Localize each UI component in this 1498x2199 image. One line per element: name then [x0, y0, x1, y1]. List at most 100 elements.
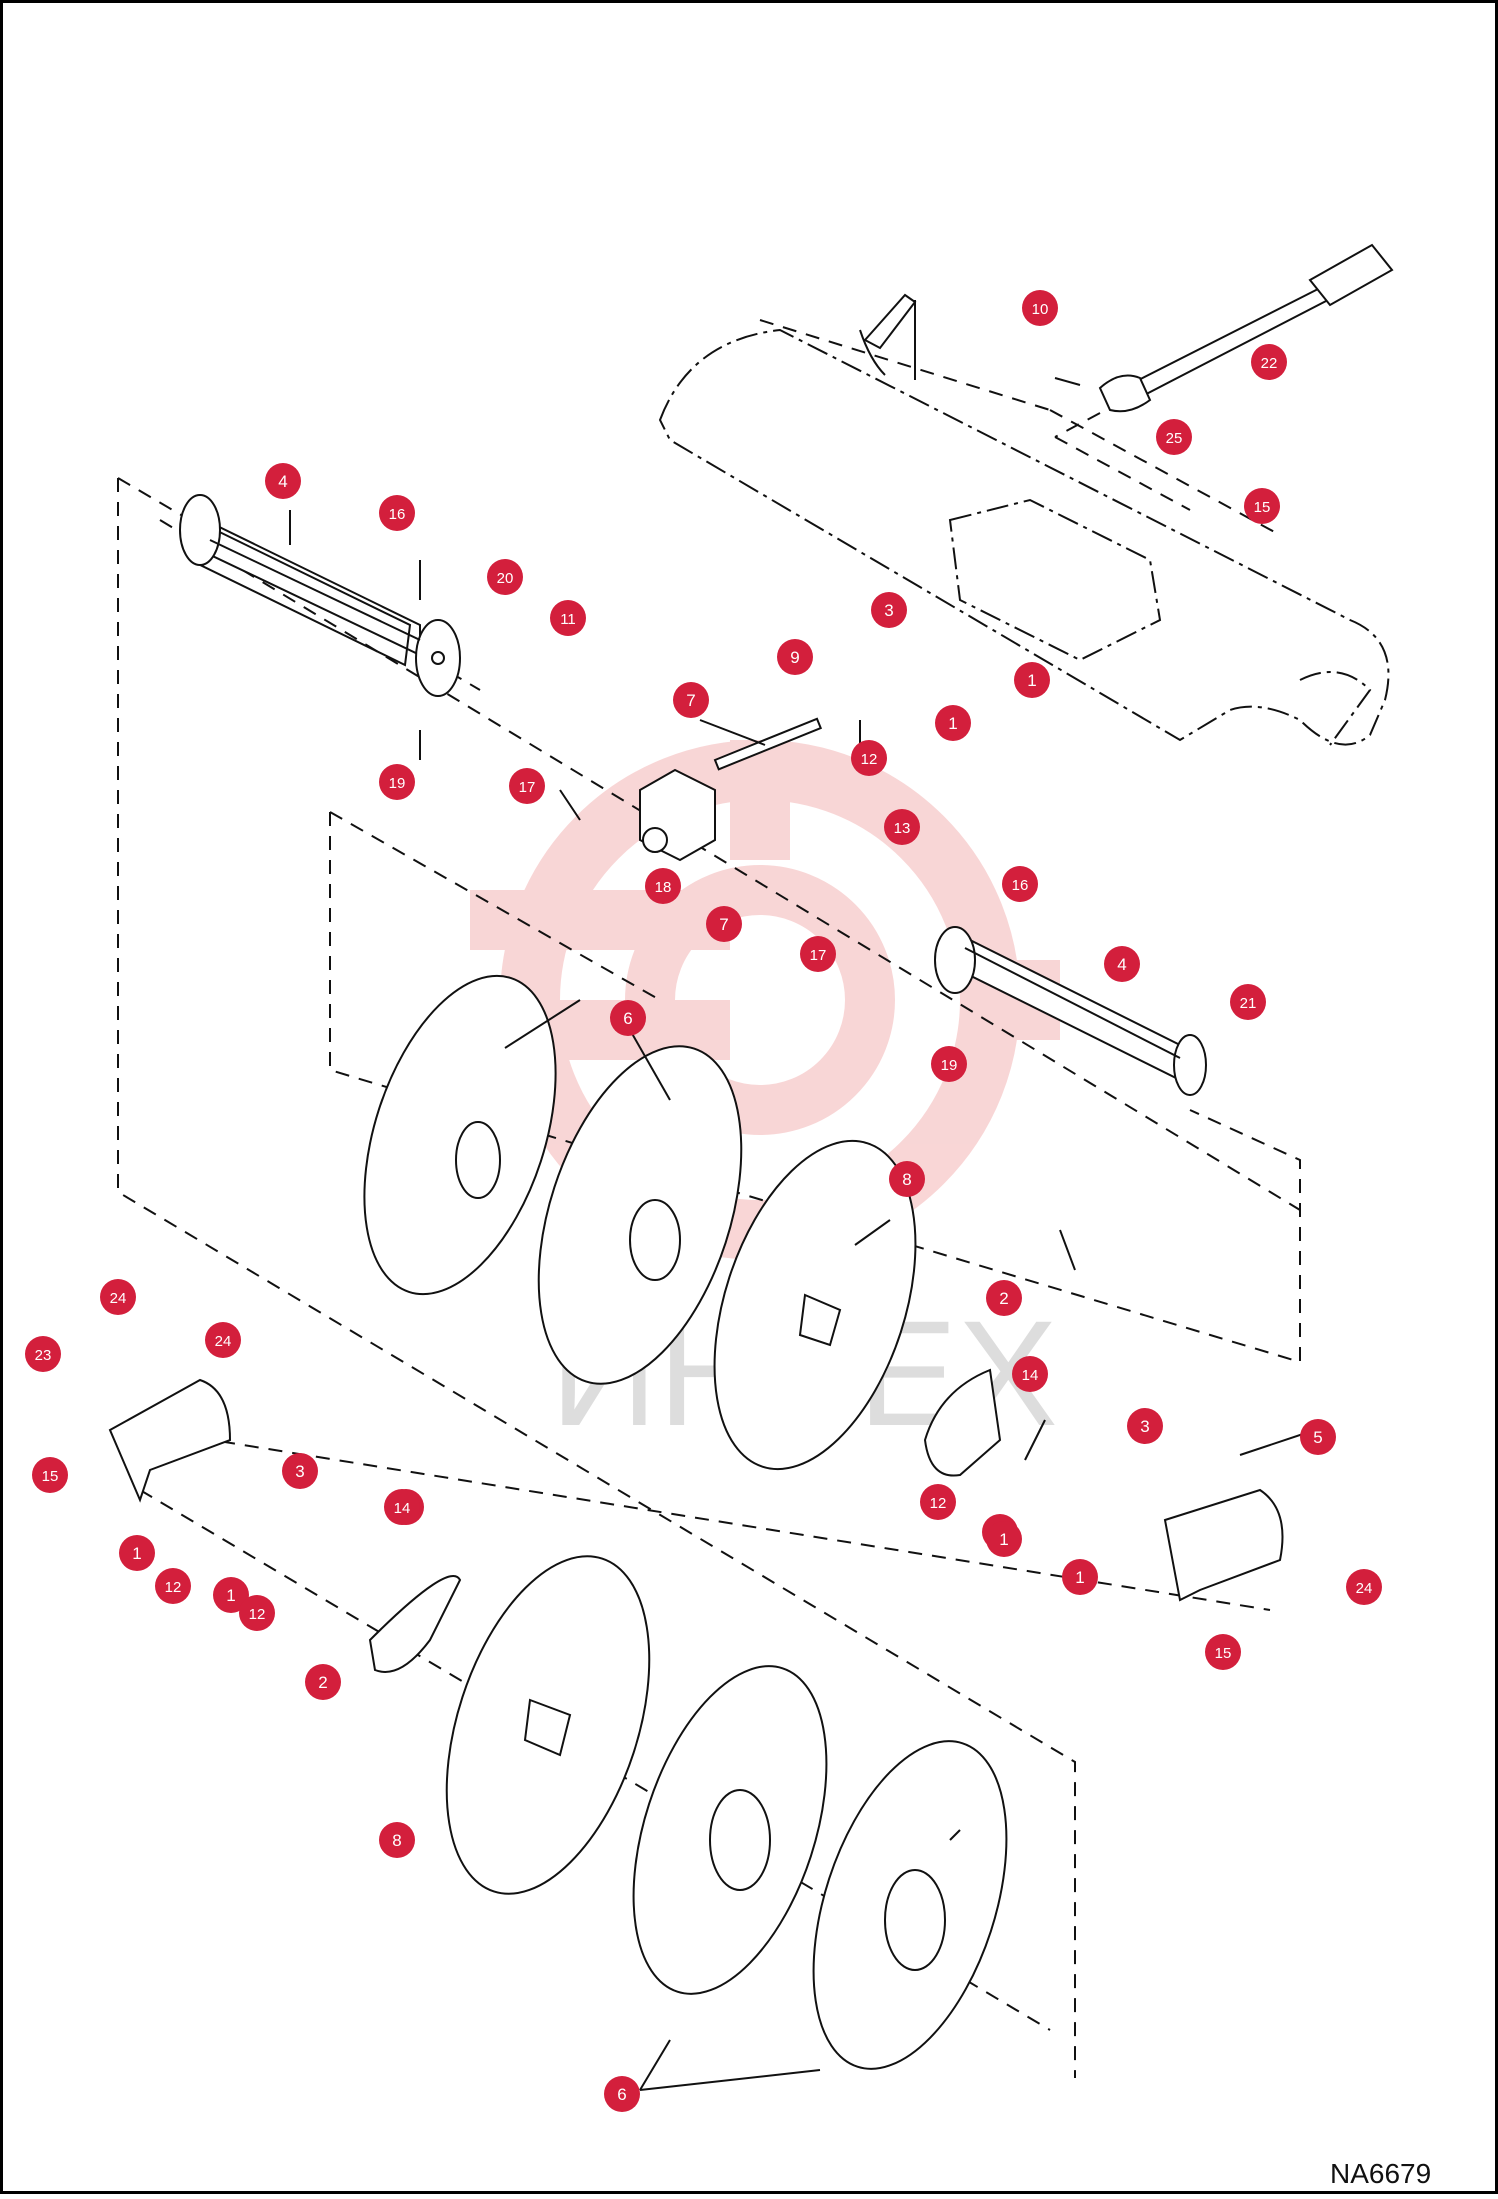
callout-badge-circle [205, 1322, 241, 1358]
callout-badge-17: 17 [509, 768, 545, 804]
callout-badge-number: 3 [884, 601, 893, 620]
callout-badge-circle [384, 1489, 420, 1525]
disc-set-upper [363, 974, 917, 1471]
callout-badge-circle [1062, 1559, 1098, 1595]
callout-badge-3: 3 [871, 592, 907, 628]
callout-badge-12: 12 [239, 1595, 275, 1631]
callout-badge-number: 6 [623, 1009, 632, 1028]
callout-badge-circle [100, 1279, 136, 1315]
watermark-logo [470, 740, 1060, 1260]
gearbox-housing [658, 328, 1390, 746]
callout-badge-6: 6 [604, 2076, 640, 2112]
callout-badge-number: 25 [1166, 430, 1183, 447]
callout-badge-circle [610, 1000, 646, 1036]
callout-badge-number: 12 [165, 1579, 182, 1596]
callout-badges: 1111111223334456677889101112121212131414… [25, 290, 1382, 2112]
callout-badge-7: 7 [673, 682, 709, 718]
callout-badge-number: 8 [392, 1831, 401, 1850]
callout-badge-14: 14 [384, 1489, 420, 1525]
callout-badge-number: 4 [1117, 955, 1126, 974]
callout-badge-number: 15 [42, 1468, 59, 1485]
callout-badge-circle [1244, 488, 1280, 524]
callout-badge-circle [645, 868, 681, 904]
callout-badge-19: 19 [379, 764, 415, 800]
callout-badge-number: 12 [249, 1606, 266, 1623]
callout-badge-number: 3 [295, 1462, 304, 1481]
callout-badge-1: 1 [1062, 1559, 1098, 1595]
housing-bracket [859, 293, 917, 380]
callout-badge-18: 18 [645, 868, 681, 904]
callout-badge-circle [889, 1161, 925, 1197]
callout-badge-number: 1 [132, 1544, 141, 1563]
callout-badge-number: 20 [497, 570, 514, 587]
callout-badge-circle [673, 682, 709, 718]
callout-badge-16: 16 [379, 495, 415, 531]
callout-badge-circle [1014, 662, 1050, 698]
callout-badge-circle [1022, 290, 1058, 326]
callout-badge-circle [986, 1521, 1022, 1557]
callout-badge-circle [32, 1457, 68, 1493]
callout-badge-23: 23 [25, 1336, 61, 1372]
callout-badge-number: 1 [226, 1586, 235, 1605]
callout-badge-circle [487, 559, 523, 595]
callout-badge-circle [800, 936, 836, 972]
callout-badge-number: 1 [948, 714, 957, 733]
callout-badge-number: 24 [215, 1333, 232, 1350]
callout-badge-15: 15 [1244, 488, 1280, 524]
callout-badge-circle [379, 1822, 415, 1858]
callout-badge-number: 1 [1027, 671, 1036, 690]
callout-badge-number: 19 [389, 775, 406, 792]
callout-badge-circle [1205, 1634, 1241, 1670]
callout-badge-number: 10 [1032, 301, 1049, 318]
callout-badge-circle [931, 1046, 967, 1082]
callout-badge-13: 13 [884, 809, 920, 845]
callout-badge-number: 23 [35, 1347, 52, 1364]
callout-badge-12: 12 [155, 1568, 191, 1604]
callout-badge-number: 21 [1240, 995, 1257, 1012]
callout-badge-number: 16 [389, 506, 406, 523]
roller-right [934, 926, 1207, 1096]
callout-badge-circle [777, 639, 813, 675]
callout-badge-15: 15 [32, 1457, 68, 1493]
callout-badge-11: 11 [550, 600, 586, 636]
callout-badge-5: 5 [1300, 1419, 1336, 1455]
callout-badge-number: 12 [861, 751, 878, 768]
callout-badge-number: 15 [1254, 499, 1271, 516]
callout-badge-circle [265, 463, 301, 499]
callout-badge-number: 24 [1356, 1580, 1373, 1597]
disc-set-lower [445, 1555, 1008, 2070]
callout-badge-6: 6 [610, 1000, 646, 1036]
callout-badge-number: 5 [1313, 1428, 1322, 1447]
callout-badge-circle [1251, 344, 1287, 380]
callout-badge-number: 22 [1261, 355, 1278, 372]
callout-badge-circle [920, 1484, 956, 1520]
callout-badge-1: 1 [119, 1535, 155, 1571]
callout-badge-number: 24 [110, 1290, 127, 1307]
callout-badge-1: 1 [1014, 662, 1050, 698]
callout-badge-circle [1156, 419, 1192, 455]
callout-badge-2: 2 [305, 1664, 341, 1700]
callout-badge-circle [1104, 946, 1140, 982]
callout-badge-number: 15 [1215, 1645, 1232, 1662]
callout-badge-circle [282, 1453, 318, 1489]
callout-badge-number: 14 [394, 1500, 411, 1517]
callout-badge-25: 25 [1156, 419, 1192, 455]
callout-badge-circle [550, 600, 586, 636]
roller-left [179, 494, 461, 697]
callout-badge-12: 12 [851, 740, 887, 776]
callout-badge-21: 21 [1230, 984, 1266, 1020]
callout-leaders [289, 510, 1316, 2091]
callout-badge-circle [884, 809, 920, 845]
callout-badge-7: 7 [706, 906, 742, 942]
callout-badge-number: 11 [560, 611, 576, 628]
callout-badge-number: 8 [902, 1170, 911, 1189]
callout-badge-circle [213, 1577, 249, 1613]
callout-badge-circle [1127, 1408, 1163, 1444]
callout-badge-10: 10 [1022, 290, 1058, 326]
callout-badge-number: 1 [1075, 1568, 1084, 1587]
callout-badge-17: 17 [800, 936, 836, 972]
callout-badge-24: 24 [205, 1322, 241, 1358]
callout-badge-9: 9 [777, 639, 813, 675]
